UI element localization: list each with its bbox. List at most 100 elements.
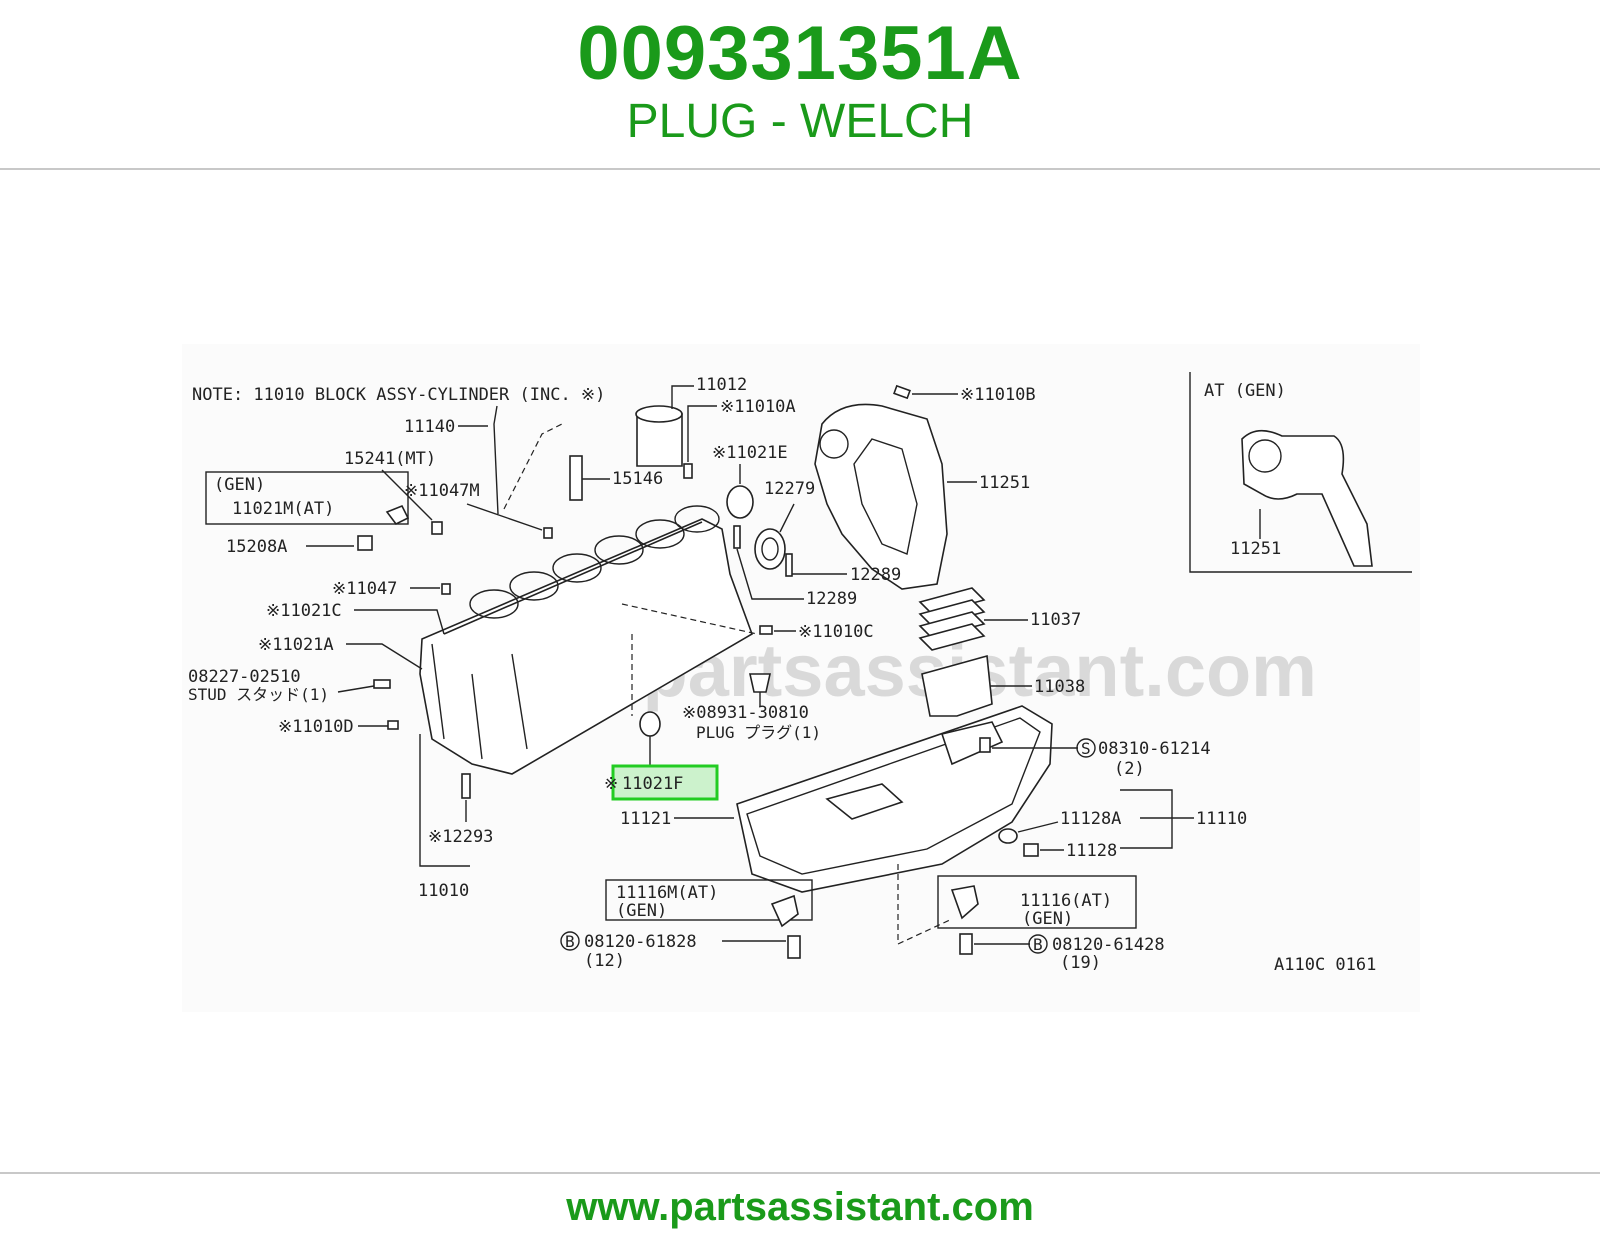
figure-code: A110C 0161 bbox=[1274, 955, 1376, 975]
highlight-label-11021f[interactable]: 11021F bbox=[622, 774, 683, 794]
leader-11128a bbox=[1017, 821, 1059, 833]
oil-jet-15146 bbox=[569, 455, 583, 501]
leader-11021a bbox=[346, 643, 423, 670]
plug-11021e bbox=[726, 485, 754, 519]
parts-diagram: www.partsassistant.com NOTE: 11010 BLOCK… bbox=[182, 344, 1420, 1012]
leader-11047m bbox=[466, 503, 543, 531]
seal-12279-inner bbox=[761, 537, 779, 561]
symbol-b-letter-b: B bbox=[1033, 935, 1043, 954]
rear-plate-inner bbox=[853, 438, 918, 555]
gen-box-11116m bbox=[605, 879, 813, 921]
seal-12279 bbox=[754, 528, 786, 570]
label-11116: 11116(AT) bbox=[1020, 891, 1112, 911]
leader-12289-bottom bbox=[736, 548, 804, 600]
pin-12293 bbox=[461, 773, 471, 799]
dipstick bbox=[493, 405, 499, 515]
leader-11012 bbox=[671, 385, 694, 409]
label-11038: 11038 bbox=[1034, 677, 1085, 697]
rear-plate-gasket bbox=[814, 403, 948, 590]
bracket-11110 bbox=[1120, 789, 1194, 849]
label-11116m: 11116M(AT) bbox=[616, 883, 718, 903]
gen-box-11116 bbox=[937, 875, 1137, 929]
oil-pan-flange bbox=[746, 717, 1041, 875]
label-08120-61428-qty: (19) bbox=[1060, 953, 1101, 973]
part-name: PLUG - WELCH bbox=[626, 95, 974, 148]
dash-11010c bbox=[621, 603, 758, 635]
baffle-11038 bbox=[921, 654, 993, 717]
oil-pan-sump bbox=[940, 721, 1004, 766]
label-15208a: 15208A bbox=[226, 537, 287, 557]
seal-strip-12289b bbox=[785, 553, 793, 577]
leader-11021c bbox=[354, 609, 445, 635]
washer-11128a bbox=[998, 828, 1018, 844]
bracket-11010 bbox=[419, 734, 470, 867]
label-11010: 11010 bbox=[418, 881, 469, 901]
inset-gasket bbox=[1241, 429, 1373, 567]
stud-08227 bbox=[373, 679, 391, 689]
inset-frame bbox=[1189, 372, 1412, 573]
dowel-11010a bbox=[683, 463, 693, 479]
label-11128a: 11128A bbox=[1060, 809, 1121, 829]
label-15146: 15146 bbox=[612, 469, 663, 489]
label-11010c: ※11010C bbox=[798, 622, 874, 642]
label-11010a: ※11010A bbox=[720, 397, 796, 417]
bolt-08310 bbox=[979, 737, 991, 753]
label-11037: 11037 bbox=[1030, 610, 1081, 630]
label-12293: ※12293 bbox=[428, 827, 493, 847]
liner-top bbox=[635, 405, 683, 423]
label-11012: 11012 bbox=[696, 375, 747, 395]
leader-12279 bbox=[779, 503, 795, 533]
bolt-08120-61428 bbox=[959, 933, 973, 955]
label-11021c: ※11021C bbox=[266, 601, 342, 621]
cylinder-bores bbox=[469, 505, 720, 619]
dowel-11010b bbox=[893, 384, 911, 400]
label-08120-61428: 08120-61428 bbox=[1052, 935, 1165, 955]
leader-11010a bbox=[687, 405, 717, 462]
label-12289-right: 12289 bbox=[850, 565, 901, 585]
bracket-11116 bbox=[950, 885, 979, 920]
diagram-svg: www.partsassistant.com NOTE: 11010 BLOCK… bbox=[188, 372, 1412, 975]
symbol-s-08310 bbox=[1076, 738, 1096, 758]
part-number: 009331351A bbox=[577, 11, 1023, 96]
label-11251-inset: 11251 bbox=[1230, 539, 1281, 559]
label-11010b: ※11010B bbox=[960, 385, 1036, 405]
bracket-11116m bbox=[770, 894, 799, 928]
block-deck-edge bbox=[443, 521, 703, 635]
highlight-box[interactable] bbox=[611, 764, 719, 801]
part-15208a bbox=[357, 535, 373, 551]
inset-gasket-hole bbox=[1248, 439, 1282, 473]
footer-divider bbox=[0, 1172, 1600, 1174]
label-plug: PLUG プラグ(1) bbox=[696, 723, 821, 742]
leader-15241 bbox=[381, 469, 433, 521]
diagram-note: NOTE: 11010 BLOCK ASSY-CYLINDER (INC. ※) bbox=[192, 385, 605, 405]
label-11128: 11128 bbox=[1066, 841, 1117, 861]
label-08310-qty: (2) bbox=[1114, 759, 1145, 779]
label-11047m: ※11047M bbox=[404, 481, 480, 501]
label-08120-61828-qty: (12) bbox=[584, 951, 625, 971]
inset-title: AT (GEN) bbox=[1204, 381, 1286, 401]
highlight-asterisk: ※ bbox=[604, 774, 618, 794]
part-15241 bbox=[431, 521, 443, 535]
label-11021a: ※11021A bbox=[258, 635, 334, 655]
gen-box-11021m bbox=[205, 471, 409, 525]
pin-11047m bbox=[543, 527, 553, 539]
label-15241: 15241(MT) bbox=[344, 449, 436, 469]
dash-11116 bbox=[897, 864, 953, 945]
label-11047: ※11047 bbox=[332, 579, 397, 599]
leader-08227 bbox=[337, 685, 375, 693]
plug-08931 bbox=[749, 673, 771, 693]
plug-11021m bbox=[385, 504, 410, 526]
bearing-caps-11037 bbox=[918, 587, 986, 651]
label-08120-61828: 08120-61828 bbox=[584, 932, 697, 952]
block-ribs bbox=[431, 643, 528, 760]
label-gen-2: (GEN) bbox=[616, 901, 667, 921]
drain-plug-11128 bbox=[1023, 843, 1039, 857]
label-12279: 12279 bbox=[764, 479, 815, 499]
dowel-11010d bbox=[387, 720, 399, 730]
symbol-b-08120b bbox=[1028, 934, 1048, 954]
label-11121: 11121 bbox=[620, 809, 671, 829]
bolt-08120-61828 bbox=[787, 935, 801, 959]
site-url[interactable]: www.partsassistant.com bbox=[566, 1185, 1034, 1229]
label-08931: ※08931-30810 bbox=[682, 703, 809, 723]
label-11140: 11140 bbox=[404, 417, 455, 437]
